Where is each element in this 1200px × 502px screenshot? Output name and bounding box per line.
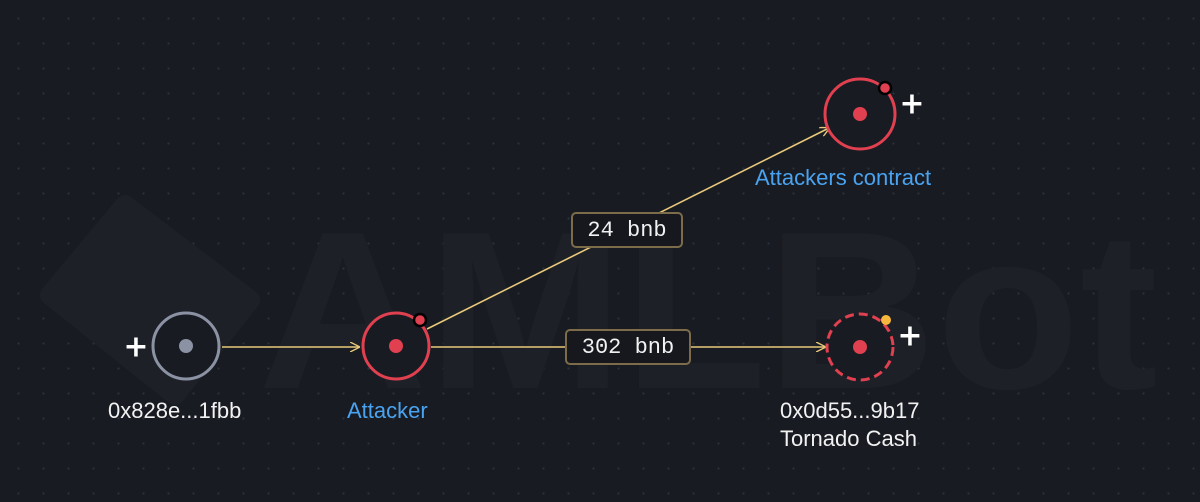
amlbot-logo-icon — [40, 195, 260, 405]
risk-badge-icon — [412, 312, 428, 328]
attackers-contract-label: Attackers contract — [755, 165, 932, 190]
node-attackers-contract[interactable] — [823, 77, 897, 151]
risk-badge-icon — [881, 315, 891, 325]
node-center-dot — [853, 340, 867, 354]
edge-amount-label-tornado[interactable]: 302 bnb — [565, 329, 691, 365]
amlbot-watermark-logo: AMLBot — [40, 184, 1158, 436]
source-address-label: 0x828e...1fbb — [108, 398, 242, 423]
attacker-label: Attacker — [347, 398, 428, 423]
expand-tornado-button[interactable]: + — [897, 319, 922, 354]
tornado-address-label: 0x0d55...9b17 — [780, 398, 920, 423]
node-center-dot — [853, 107, 867, 121]
edge-amount-label-contract[interactable]: 24 bnb — [571, 212, 683, 248]
risk-badge-icon — [877, 80, 893, 96]
node-attacker[interactable] — [361, 311, 431, 381]
node-tornado-cash[interactable] — [825, 312, 895, 382]
node-center-dot — [179, 339, 193, 353]
watermark-text: AMLBot — [258, 184, 1158, 436]
node-center-dot — [389, 339, 403, 353]
tornado-entity-label: Tornado Cash — [780, 426, 917, 451]
node-source[interactable] — [151, 311, 221, 381]
expand-source-button[interactable]: + — [123, 330, 148, 365]
expand-contract-button[interactable]: + — [899, 87, 924, 122]
